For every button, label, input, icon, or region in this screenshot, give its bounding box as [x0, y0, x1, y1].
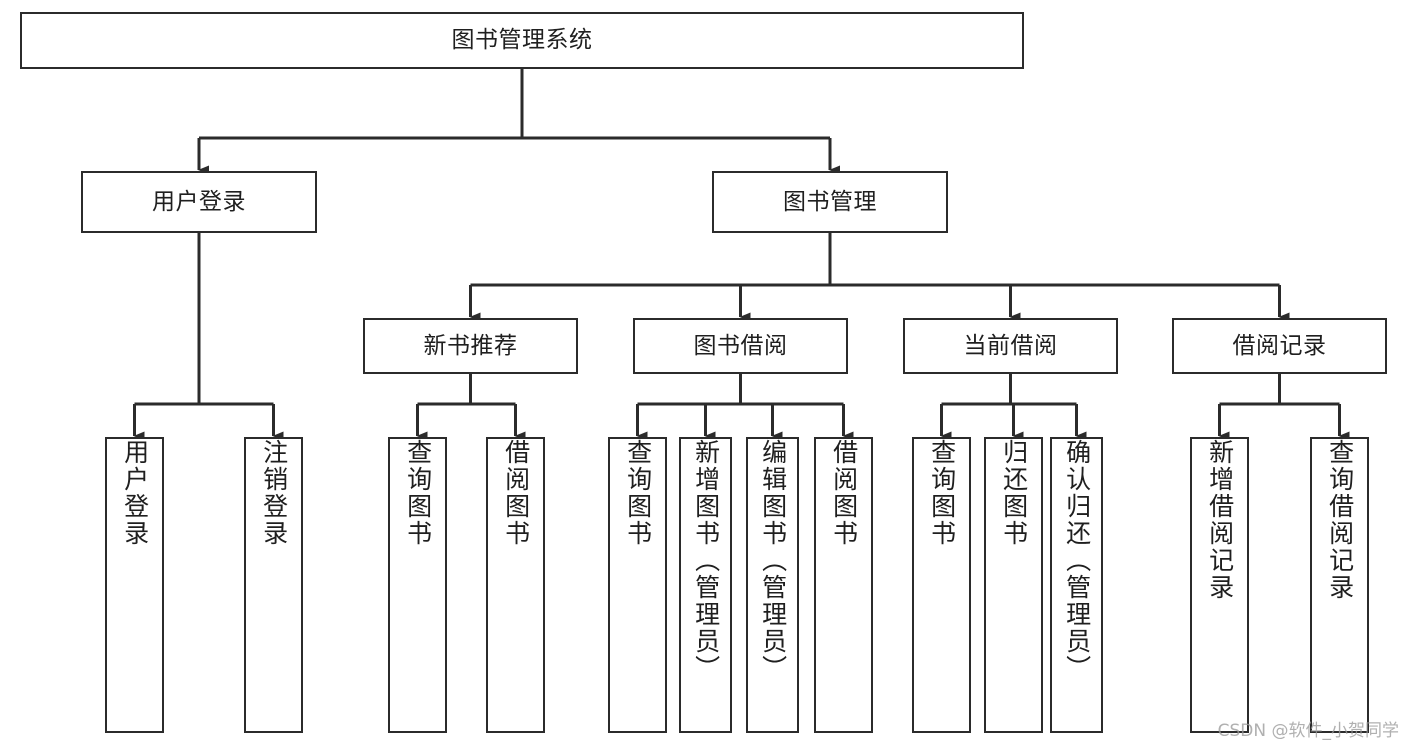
node-leaf-user-logout[interactable]: 注销登录 [244, 437, 303, 733]
node-current-borrow[interactable]: 当前借阅 [903, 318, 1118, 374]
node-label: 新增借阅记录 [1205, 439, 1235, 601]
node-leaf-query-book-1[interactable]: 查询图书 [388, 437, 447, 733]
node-label: 当前借阅 [963, 332, 1058, 359]
node-label: 查询图书 [927, 439, 957, 547]
node-label: 图书管理系统 [451, 27, 593, 54]
node-label: 查询图书 [403, 439, 433, 547]
node-leaf-borrow-book-2[interactable]: 借阅图书 [814, 437, 873, 733]
node-leaf-query-record[interactable]: 查询借阅记录 [1310, 437, 1369, 733]
node-label: 图书借阅 [693, 332, 788, 359]
node-label: 用户登录 [152, 188, 246, 215]
node-label: 注销登录 [259, 439, 289, 547]
node-leaf-edit-book[interactable]: 编辑图书（管理员） [746, 437, 799, 733]
node-new-book-rec[interactable]: 新书推荐 [363, 318, 578, 374]
node-leaf-user-login[interactable]: 用户登录 [105, 437, 164, 733]
node-book-borrow[interactable]: 图书借阅 [633, 318, 848, 374]
node-leaf-return-book[interactable]: 归还图书 [984, 437, 1043, 733]
node-label: 查询图书 [623, 439, 653, 547]
node-leaf-add-record[interactable]: 新增借阅记录 [1190, 437, 1249, 733]
node-borrow-record[interactable]: 借阅记录 [1172, 318, 1387, 374]
node-label: 借阅图书 [501, 439, 531, 547]
node-leaf-query-book-3[interactable]: 查询图书 [912, 437, 971, 733]
node-root[interactable]: 图书管理系统 [20, 12, 1024, 69]
node-leaf-query-book-2[interactable]: 查询图书 [608, 437, 667, 733]
node-label: 编辑图书（管理员） [758, 439, 788, 682]
node-user-login[interactable]: 用户登录 [81, 171, 317, 233]
node-label: 归还图书 [999, 439, 1029, 547]
node-leaf-confirm-return[interactable]: 确认归还（管理员） [1050, 437, 1103, 733]
node-label: 新书推荐 [423, 332, 518, 359]
node-label: 借阅记录 [1232, 332, 1327, 359]
node-label: 新增图书（管理员） [691, 439, 721, 682]
node-label: 确认归还（管理员） [1062, 439, 1092, 682]
node-label: 图书管理 [783, 188, 877, 215]
node-leaf-add-book[interactable]: 新增图书（管理员） [679, 437, 732, 733]
node-leaf-borrow-book-1[interactable]: 借阅图书 [486, 437, 545, 733]
node-label: 借阅图书 [829, 439, 859, 547]
node-label: 查询借阅记录 [1325, 439, 1355, 601]
node-label: 用户登录 [120, 439, 150, 547]
node-book-manage[interactable]: 图书管理 [712, 171, 948, 233]
